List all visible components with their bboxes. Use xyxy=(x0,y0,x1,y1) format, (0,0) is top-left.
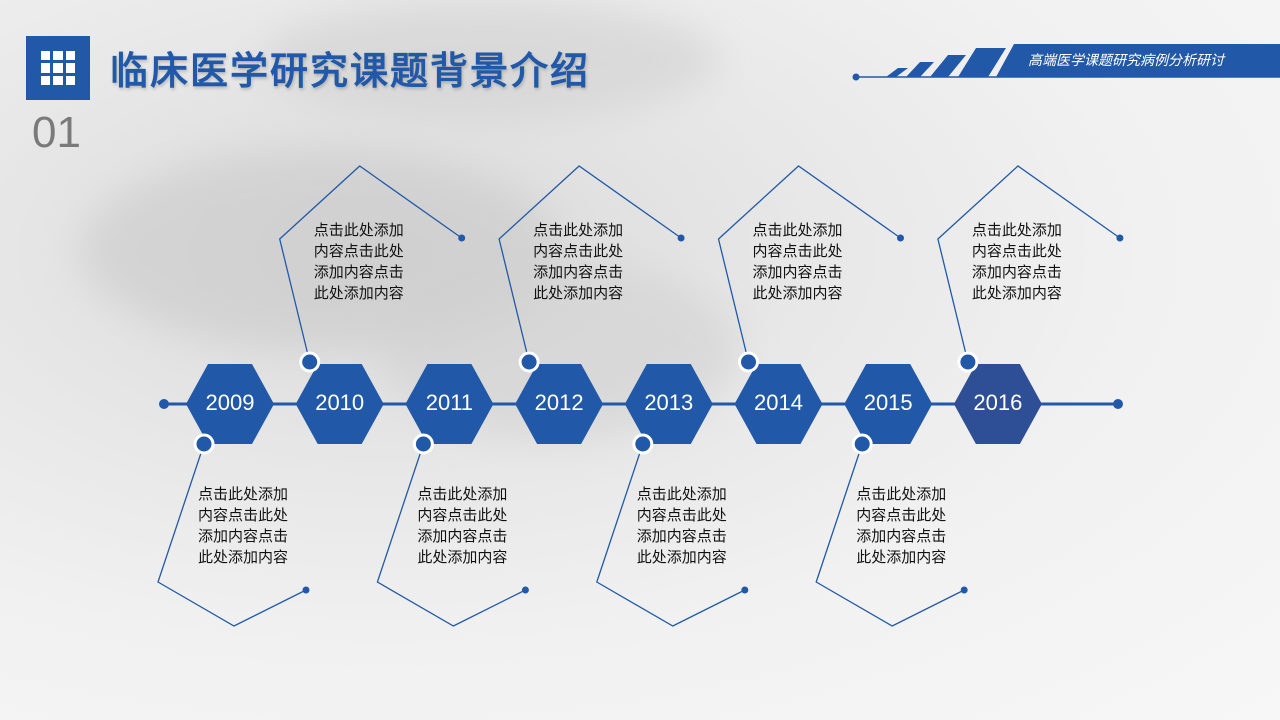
connector-end-dot xyxy=(741,586,749,594)
timeline-end-dot xyxy=(1113,399,1123,409)
connector-start-dot xyxy=(193,433,215,455)
connector-start-dot xyxy=(738,351,759,373)
year-label: 2010 xyxy=(315,390,365,415)
header-decoration xyxy=(852,44,1280,81)
subtitle: 高端医学课题研究病例分析研讨 xyxy=(1028,53,1224,69)
page-title: 临床医学研究课题背景介绍 xyxy=(110,49,591,93)
connector-end-dot xyxy=(897,234,904,242)
timeline-note: 点击此处添加内容点击此处添加内容点击此处添加内容 xyxy=(971,221,1062,302)
timeline-connector-line xyxy=(815,443,965,627)
timeline-connector-line xyxy=(278,165,463,363)
year-hexagon xyxy=(186,364,274,444)
connector-end-dot xyxy=(960,586,968,594)
timeline-start-dot xyxy=(159,399,169,409)
connector-end-dot xyxy=(1116,234,1124,242)
year-hexagon xyxy=(624,364,713,444)
year-hexagon xyxy=(844,364,933,444)
year-hexagon xyxy=(734,364,823,444)
connector-start-dot xyxy=(632,433,654,455)
year-hexagon xyxy=(405,364,494,444)
connector-start-dot xyxy=(851,433,873,455)
page-number: 01 xyxy=(32,108,81,157)
connector-start-dot xyxy=(518,351,540,373)
year-label: 2016 xyxy=(973,390,1023,415)
timeline-connector-line xyxy=(937,165,1121,363)
timeline-note: 点击此处添加内容点击此处添加内容点击此处添加内容 xyxy=(313,221,404,302)
connector-end-dot xyxy=(458,234,466,242)
connector-end-dot xyxy=(302,586,310,594)
timeline-connector-line xyxy=(717,165,901,363)
year-hexagon xyxy=(515,364,604,444)
year-label: 2012 xyxy=(534,390,584,415)
year-label: 2015 xyxy=(863,390,913,415)
year-label: 2009 xyxy=(205,390,255,415)
year-label: 2013 xyxy=(644,390,694,415)
year-hexagon xyxy=(953,364,1042,444)
connector-start-dot xyxy=(957,351,979,373)
connector-end-dot xyxy=(677,234,685,242)
timeline-note: 点击此处添加内容点击此处添加内容点击此处添加内容 xyxy=(533,221,624,302)
background-blur-shape xyxy=(260,0,720,120)
timeline-connector-line xyxy=(596,443,746,627)
grid-icon xyxy=(26,36,90,100)
timeline-note: 点击此处添加内容点击此处添加内容点击此处添加内容 xyxy=(636,485,727,566)
timeline-connector-line xyxy=(157,443,307,627)
timeline-note: 点击此处添加内容点击此处添加内容点击此处添加内容 xyxy=(198,485,289,566)
timeline-connector-line xyxy=(376,443,526,627)
connector-start-dot xyxy=(299,351,321,373)
year-hexagon xyxy=(295,364,384,444)
year-label: 2014 xyxy=(754,390,803,415)
timeline-note: 点击此处添加内容点击此处添加内容点击此处添加内容 xyxy=(856,485,947,566)
connector-start-dot xyxy=(412,433,434,455)
timeline-connector-line xyxy=(498,165,682,363)
timeline-note: 点击此处添加内容点击此处添加内容点击此处添加内容 xyxy=(752,221,843,302)
timeline-note: 点击此处添加内容点击此处添加内容点击此处添加内容 xyxy=(417,485,508,566)
year-label: 2011 xyxy=(425,390,474,415)
connector-end-dot xyxy=(521,586,529,594)
